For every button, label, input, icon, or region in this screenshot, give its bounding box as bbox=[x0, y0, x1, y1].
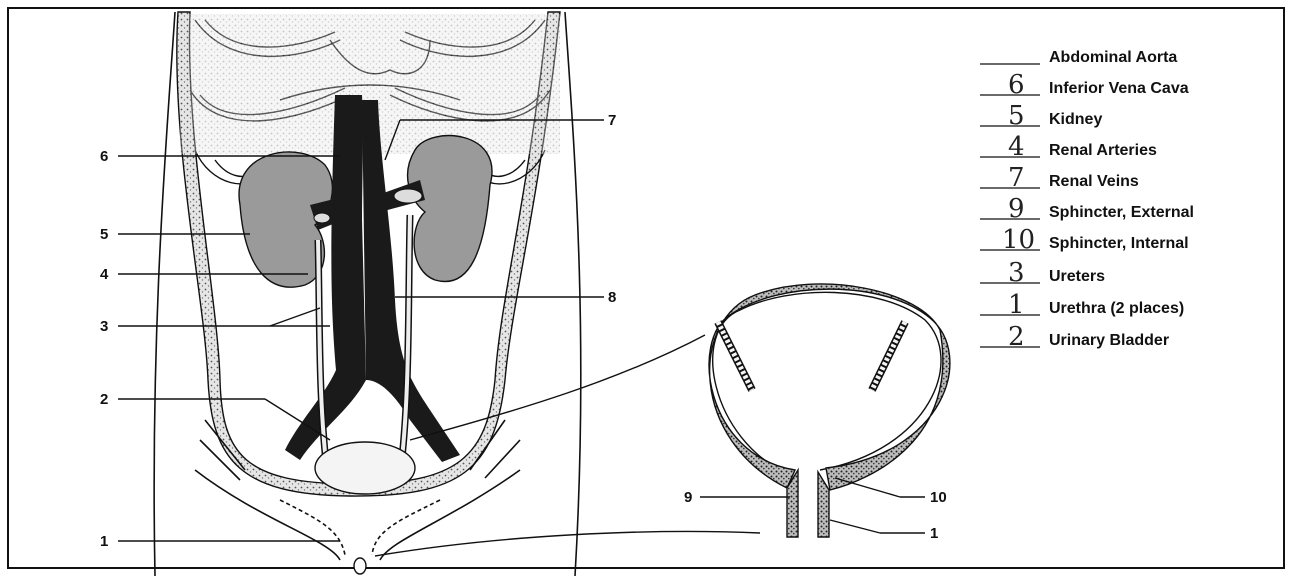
key-answer: 7 bbox=[1008, 163, 1025, 193]
key-row: Abdominal Aorta bbox=[980, 49, 1177, 66]
key-term: Sphincter, Internal bbox=[1049, 235, 1189, 252]
key-answer: 3 bbox=[1008, 258, 1025, 288]
callout-6: 6 bbox=[100, 148, 108, 165]
key-row: 9 Sphincter, External bbox=[980, 194, 1194, 224]
urethra-opening bbox=[354, 558, 366, 574]
key-term: Renal Veins bbox=[1049, 173, 1139, 190]
renal-artery-right bbox=[394, 189, 422, 203]
callout-8: 8 bbox=[608, 289, 616, 306]
key-term: Urinary Bladder bbox=[1049, 332, 1169, 349]
key-term: Renal Arteries bbox=[1049, 142, 1157, 159]
key-answer: 2 bbox=[1008, 322, 1025, 352]
answer-key: Abdominal Aorta 6 Inferior Vena Cava 5 K… bbox=[980, 49, 1194, 352]
body-outline-right bbox=[565, 12, 581, 576]
key-answer: 1 bbox=[1008, 290, 1025, 320]
urethra-dashed-right bbox=[372, 500, 440, 555]
key-row: 4 Renal Arteries bbox=[980, 132, 1157, 162]
torso-figure bbox=[154, 12, 581, 576]
key-row: 1 Urethra (2 places) bbox=[980, 290, 1184, 320]
callout-5: 5 bbox=[100, 226, 108, 243]
key-term: Sphincter, External bbox=[1049, 204, 1194, 221]
urethra-wall-right bbox=[818, 472, 829, 537]
key-answer: 5 bbox=[1008, 101, 1025, 131]
key-term: Urethra (2 places) bbox=[1049, 300, 1184, 317]
callout-3: 3 bbox=[100, 318, 108, 335]
key-row: 5 Kidney bbox=[980, 101, 1102, 131]
key-term: Inferior Vena Cava bbox=[1049, 80, 1189, 97]
key-answer: 9 bbox=[1008, 194, 1025, 224]
callout-1-left: 1 bbox=[100, 533, 108, 550]
callout-2: 2 bbox=[100, 391, 108, 408]
key-row: 3 Ureters bbox=[980, 258, 1105, 288]
inset-connector bbox=[410, 335, 705, 440]
key-answer: 4 bbox=[1008, 132, 1025, 162]
key-answer: 6 bbox=[1008, 70, 1025, 100]
key-row: 10 Sphincter, Internal bbox=[980, 225, 1189, 255]
leader-lines bbox=[118, 120, 925, 556]
right-kidney bbox=[408, 136, 492, 282]
key-row: 2 Urinary Bladder bbox=[980, 322, 1169, 352]
key-term: Kidney bbox=[1049, 111, 1102, 128]
callout-4: 4 bbox=[100, 266, 109, 283]
body-outline-left bbox=[154, 12, 175, 576]
key-answer: 10 bbox=[1002, 225, 1035, 255]
key-row: 6 Inferior Vena Cava bbox=[980, 70, 1189, 100]
callout-7: 7 bbox=[608, 112, 616, 129]
renal-artery-left bbox=[314, 213, 330, 223]
callout-1-right: 1 bbox=[930, 525, 938, 542]
callout-9: 9 bbox=[684, 489, 692, 506]
bladder-wall bbox=[709, 284, 950, 490]
urinary-bladder bbox=[315, 442, 415, 494]
key-term: Ureters bbox=[1049, 268, 1105, 285]
key-row: 7 Renal Veins bbox=[980, 163, 1139, 193]
callout-10: 10 bbox=[930, 489, 947, 506]
key-term: Abdominal Aorta bbox=[1049, 49, 1177, 66]
